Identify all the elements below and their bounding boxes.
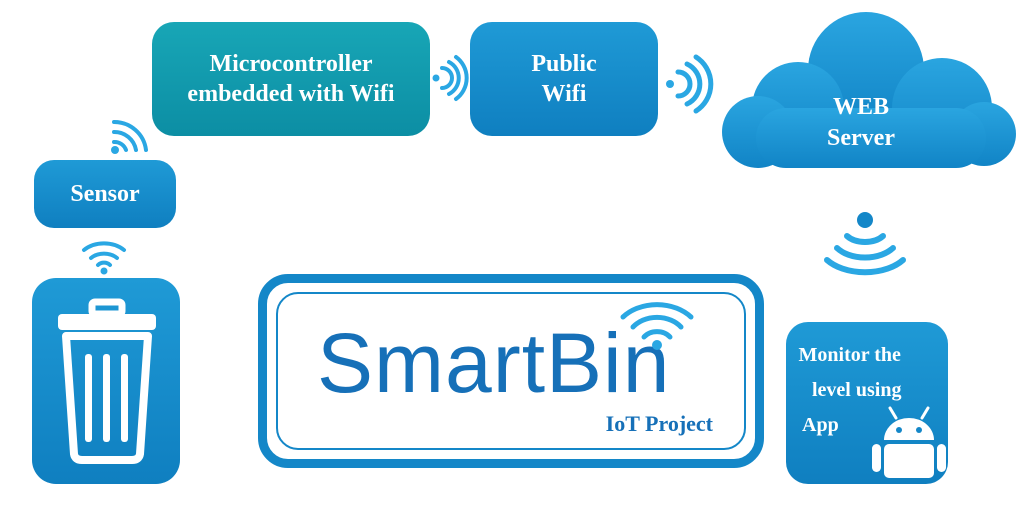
web-server-label: WEB Server: [786, 92, 936, 154]
wifi-signal-icon: [111, 119, 148, 154]
app-label-line2: level using: [812, 379, 902, 401]
microcontroller-node: Microcontroller embedded with Wifi: [152, 22, 430, 136]
cloud-icon: [722, 12, 1016, 168]
sensor-label: Sensor: [70, 181, 140, 207]
public-wifi-node: Public Wifi: [470, 22, 658, 136]
smartbin-subtitle: IoT Project: [605, 411, 713, 436]
public-wifi-label-line2: Wifi: [541, 81, 587, 107]
app-label-line1: Monitor the: [798, 344, 901, 366]
wifi-signal-icon: [666, 54, 714, 114]
smartbin-title: SmartBin: [317, 316, 671, 410]
wifi-signal-icon: [432, 55, 469, 101]
app-node: Monitor the level using App: [786, 322, 948, 484]
wifi-signal-icon: [620, 302, 694, 350]
sensor-node: Sensor: [34, 160, 176, 228]
smartbin-logo-frame: SmartBin IoT Project: [258, 274, 764, 468]
public-wifi-label-line1: Public: [531, 51, 597, 77]
wifi-signal-icon: [824, 212, 906, 276]
web-server-label-line1: WEB: [832, 94, 889, 120]
trash-bin-icon: [58, 298, 156, 464]
web-server-label-line2: Server: [827, 125, 895, 152]
wifi-signal-icon: [82, 241, 126, 275]
microcontroller-label-line1: Microcontroller: [209, 51, 373, 77]
microcontroller-label-line2: embedded with Wifi: [187, 81, 395, 107]
android-icon: [872, 406, 946, 478]
app-label-line3: App: [802, 414, 839, 436]
trash-bin-node: [32, 278, 180, 484]
